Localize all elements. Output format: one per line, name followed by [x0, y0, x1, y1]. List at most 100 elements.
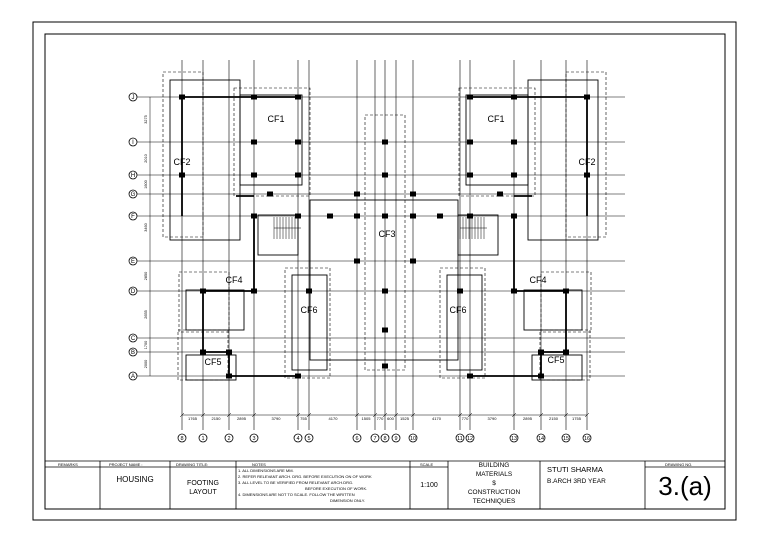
left-dimension-value: 3460 [144, 223, 148, 231]
column-footing [511, 213, 517, 219]
note-1: 1. ALL DIMENSIONS ARE MM. [238, 468, 294, 473]
bottom-dimension-value: 4170 [329, 416, 339, 421]
column-footing [251, 288, 257, 294]
column-footing [354, 191, 360, 197]
column-footing [251, 94, 257, 100]
footing-wall [185, 354, 237, 381]
footing-outline [162, 71, 204, 238]
bottom-dimension-value: 770 [462, 416, 469, 421]
title-block [45, 460, 725, 509]
column-footing [437, 213, 443, 219]
sheet-outer-border [32, 21, 737, 521]
grid-number: 8 [383, 436, 386, 442]
subject-line5: TECHNIQUES [472, 498, 516, 505]
grid-letter-f: F [131, 214, 135, 220]
column-footing [251, 213, 257, 219]
drawing-no: 3.(a) [658, 471, 712, 501]
grid-letter-h: H [131, 173, 135, 179]
column-footing [467, 172, 473, 178]
grid-bubble-number [561, 433, 571, 443]
dimension-tick [410, 412, 416, 418]
grid-number: 1 [201, 436, 204, 442]
footing-label-cf1-right: CF1 [487, 114, 504, 124]
note-4: 4. DIMENSIONS ARE NOT TO SCALE. FOLLOW T… [238, 492, 355, 497]
grid-bubble-number [249, 433, 259, 443]
bottom-dimension-value: 2150 [549, 416, 559, 421]
grid-bubble-number [465, 433, 475, 443]
bottom-dimension-value: 1755 [572, 416, 582, 421]
student-class: B.ARCH 3RD YEAR [547, 478, 606, 485]
grid-number: 9 [394, 436, 397, 442]
dimension-tick [295, 412, 301, 418]
footing-outline [178, 271, 230, 333]
grid-number: 6 [355, 436, 358, 442]
left-dimension-value: 2655 [144, 310, 148, 318]
grid-number: 10 [410, 436, 416, 442]
column-footing [382, 363, 388, 369]
dimension-tick [226, 412, 232, 418]
bottom-dimension-value: 1525 [400, 416, 410, 421]
column-footing [584, 172, 590, 178]
column-footing [200, 288, 206, 294]
column-footing [538, 373, 544, 379]
left-dimension-value: 2000 [144, 360, 148, 368]
footing-outline [439, 267, 486, 379]
footing-label-cf2-right: CF2 [578, 157, 595, 167]
grid-number: 8 [180, 436, 183, 442]
grid-number: 14 [538, 436, 544, 442]
subject-line1: BUILDING [478, 462, 510, 469]
column-footing [226, 349, 232, 355]
grid-letter-d: D [131, 289, 136, 295]
dimension-tick [372, 412, 378, 418]
column-footing [226, 373, 232, 379]
grid-bubble-number [177, 433, 187, 443]
footing-outline [284, 267, 331, 379]
column-footing [327, 213, 333, 219]
bottom-dimension-value: 1505 [362, 416, 372, 421]
footing-label-cf5-right: CF5 [547, 355, 564, 365]
left-dimension-value: 1700 [144, 341, 148, 349]
column-footing [295, 373, 301, 379]
bottom-dimension-value: 3790 [488, 416, 498, 421]
bottom-dimension-value: 2895 [523, 416, 533, 421]
sheet-inner-border [44, 33, 726, 510]
grid-letter-g: G [131, 192, 136, 198]
grid-number: 5 [307, 436, 310, 442]
footing-label-cf4-left: CF4 [225, 275, 242, 285]
footing-label-cf1-left: CF1 [267, 114, 284, 124]
bottom-dimension-value: 755 [300, 416, 307, 421]
bottom-dimension-value: 1765 [188, 416, 198, 421]
bottom-dimension-value: 2895 [237, 416, 247, 421]
note-3b: BEFORE EXECUTION OF WORK. [305, 486, 368, 491]
left-dimension-value: 3275 [144, 115, 148, 123]
drawing-no-label: DRAWING NO. [665, 462, 693, 467]
dimension-tick [457, 412, 463, 418]
column-footing [457, 288, 463, 294]
column-footing [179, 172, 185, 178]
grid-letter-j: J [132, 95, 135, 101]
grid-number: 13 [511, 436, 517, 442]
column-footing [511, 139, 517, 145]
column-footing [295, 172, 301, 178]
dimension-tick [511, 412, 517, 418]
column-footing [538, 349, 544, 355]
remarks-label: REMARKS [58, 462, 78, 467]
footing-wall [446, 274, 483, 371]
column-footing [295, 213, 301, 219]
grid-bubble-number [582, 433, 592, 443]
column-footing [251, 139, 257, 145]
grid-number: 2 [227, 436, 230, 442]
column-footing [467, 94, 473, 100]
column-footing [511, 172, 517, 178]
subject-line4: CONSTRUCTION [467, 489, 521, 496]
column-footing [511, 94, 517, 100]
footing-label-cf3: CF3 [378, 229, 395, 239]
scale-value: 1:100 [420, 482, 438, 489]
drawing-title-line2: LAYOUT [189, 489, 217, 496]
column-footing [295, 139, 301, 145]
notes-label: NOTES [252, 462, 266, 467]
grid-number: 7 [373, 436, 376, 442]
column-footing [382, 213, 388, 219]
column-footing [467, 373, 473, 379]
